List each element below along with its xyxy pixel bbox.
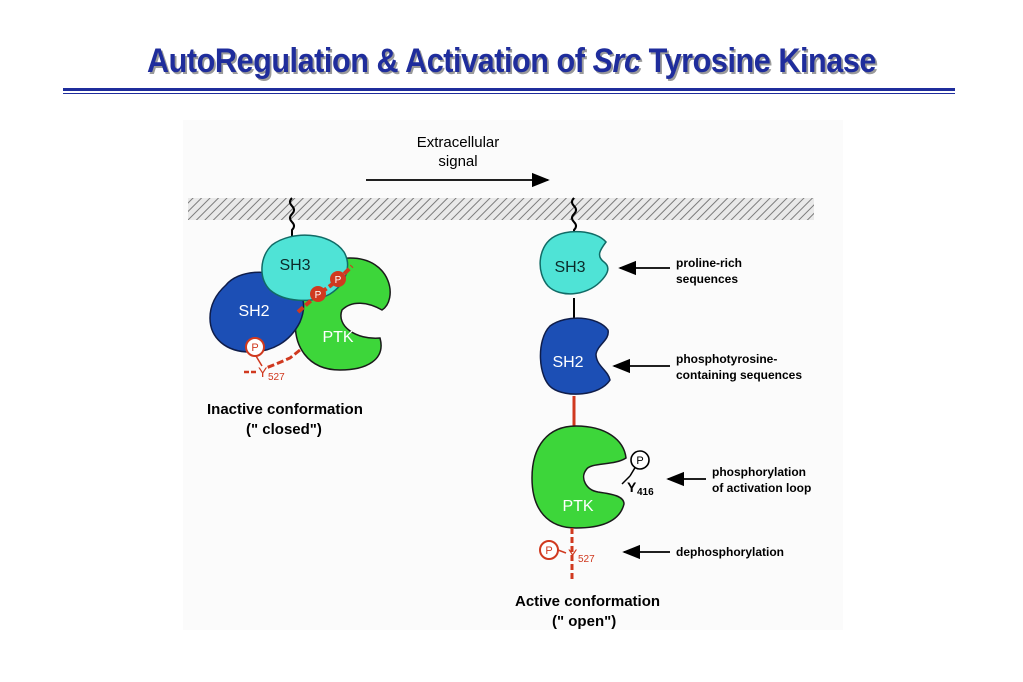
active-y416-stem: [621, 475, 631, 485]
active-caption-line1: Active conformation: [515, 593, 660, 610]
active-phospho-416-label: P: [636, 455, 643, 467]
active-sh2-label: SH2: [552, 354, 583, 371]
active-ptk-domain: [531, 425, 627, 529]
annotations: proline-rich sequences phosphotyrosine- …: [612, 256, 811, 560]
active-phospho-416-circle: [630, 450, 650, 470]
active-myristoyl-anchor: [571, 197, 577, 238]
active-y527-sub: 527: [578, 554, 595, 565]
title-underline-thin: [63, 93, 955, 94]
active-y416-sub: 416: [637, 487, 654, 498]
annotation-activation-loop-line2: of activation loop: [712, 481, 811, 495]
inactive-phospho-label: P: [251, 342, 258, 354]
active-sh3-label: SH3: [554, 259, 585, 276]
annotation-activation-loop-line1: phosphorylation: [712, 465, 806, 479]
slide-title: AutoRegulation & Activation of Src Tyros…: [51, 42, 972, 81]
cell-membrane: [188, 198, 814, 220]
inactive-phospho-link: [255, 355, 263, 367]
annotation-proline-line2: sequences: [676, 272, 738, 286]
annotation-dephosphorylation: dephosphorylation: [676, 545, 784, 559]
inactive-sh3-domain: [261, 234, 349, 302]
signal-label-line1: Extracellular: [417, 134, 500, 151]
inactive-caption-line2: (" closed"): [246, 421, 322, 438]
inactive-y527-sub: 527: [268, 372, 285, 383]
inactive-linker-phospho-1: [310, 286, 326, 302]
inactive-linker-p2-label: P: [335, 275, 342, 286]
inactive-y527-label: Y: [258, 364, 268, 380]
active-src: SH3 SH2 PTK P Y 416 P Y 527 Active confo…: [515, 197, 660, 630]
title-text-italic: Src: [592, 42, 641, 80]
inactive-sh2-label: SH2: [238, 303, 269, 320]
title-text-2: Tyrosine Kinase: [640, 42, 877, 80]
inactive-src: P P SH3 SH2 PTK P Y 527 Inactive conform…: [207, 197, 391, 438]
inactive-linker-p1-label: P: [315, 290, 322, 301]
active-y527-label: Y: [568, 546, 578, 562]
inactive-ptk-label: PTK: [322, 329, 353, 346]
active-phospho-527-link: [557, 549, 567, 554]
active-sh2-domain: [539, 317, 611, 395]
active-sh3-domain: [539, 230, 609, 295]
inactive-myristoyl-anchor: [289, 197, 295, 240]
inactive-caption-line1: Inactive conformation: [207, 401, 363, 418]
inactive-c-tail: [265, 348, 301, 370]
annotation-phosphotyrosine-line1: phosphotyrosine-: [676, 352, 777, 366]
inactive-phospho-circle: [245, 337, 265, 357]
active-y416-label: Y: [627, 479, 637, 495]
annotation-proline-line1: proline-rich: [676, 256, 742, 270]
active-ptk-label: PTK: [562, 498, 593, 515]
inactive-linker: [296, 264, 354, 314]
title-underline: [63, 88, 955, 91]
inactive-sh3-label: SH3: [279, 257, 310, 274]
signal-label-line2: signal: [438, 153, 477, 170]
title-text-1: AutoRegulation & Activation of: [146, 42, 593, 80]
active-caption-line2: (" open"): [552, 613, 616, 630]
annotation-phosphotyrosine-line2: containing sequences: [676, 368, 802, 382]
inactive-linker-phospho-2: [330, 271, 346, 287]
active-phospho-527-label: P: [545, 545, 552, 557]
